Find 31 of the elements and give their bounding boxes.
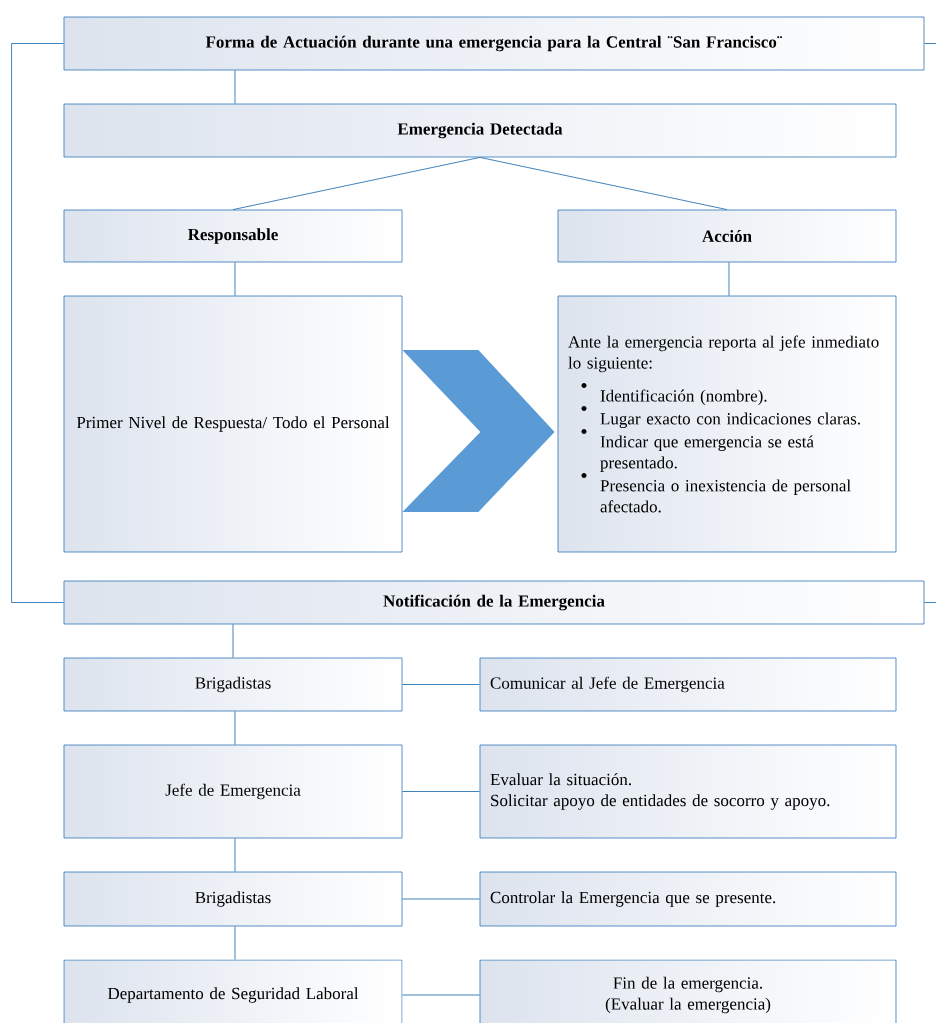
process-box: Brigadistas — [63, 657, 403, 712]
action-box: Comunicar al Jefe de Emergencia — [479, 657, 897, 712]
heading-box: Emergencia Detectada — [63, 103, 897, 158]
connector-line — [234, 69, 236, 105]
connector-line — [234, 710, 236, 746]
connector-line — [728, 261, 730, 297]
connector-line — [234, 837, 236, 873]
process-box: Primer Nivel de Respuesta/ Todo el Personal — [63, 295, 403, 553]
connector-line — [234, 925, 236, 961]
process-box: Fin de la emergencia. (Evaluar la emergencia) — [479, 959, 897, 1023]
connector-line — [232, 156, 481, 211]
connector-line — [479, 156, 728, 211]
connector-line — [401, 791, 481, 792]
action-box: Evaluar la situación. Solicitar apoyo de entidades de socorro y apoyo. — [479, 744, 897, 839]
chevron-arrow — [402, 350, 555, 512]
connector-line — [232, 623, 234, 659]
process-box: Brigadistas — [63, 871, 403, 927]
heading-box: Notificación de la Emergencia — [63, 580, 925, 625]
connector-line — [401, 994, 481, 996]
connector-line — [923, 43, 936, 603]
process-box: Jefe de Emergencia — [63, 744, 403, 839]
connector-line — [11, 43, 65, 603]
heading-box: Forma de Actuación durante una emergencia para la Central ¨San Francisco¨ — [63, 16, 925, 71]
connector-line — [234, 261, 236, 297]
action-box: Controlar la Emergencia que se presente. — [479, 871, 897, 927]
action-box: Ante la emergencia reporta al jefe inmediato lo siguiente: Identificación (nombre). Lugar exacto con indicaciones claras. Indicar que emergencia se está presentado. Presencia o inexistencia de personal afectado. — [557, 295, 897, 553]
heading-box: Acción — [557, 209, 897, 263]
connector-line — [401, 684, 481, 685]
heading-box: Responsable — [63, 209, 403, 263]
process-box: Departamento de Seguridad Laboral — [63, 959, 403, 1023]
connector-line — [401, 898, 481, 900]
